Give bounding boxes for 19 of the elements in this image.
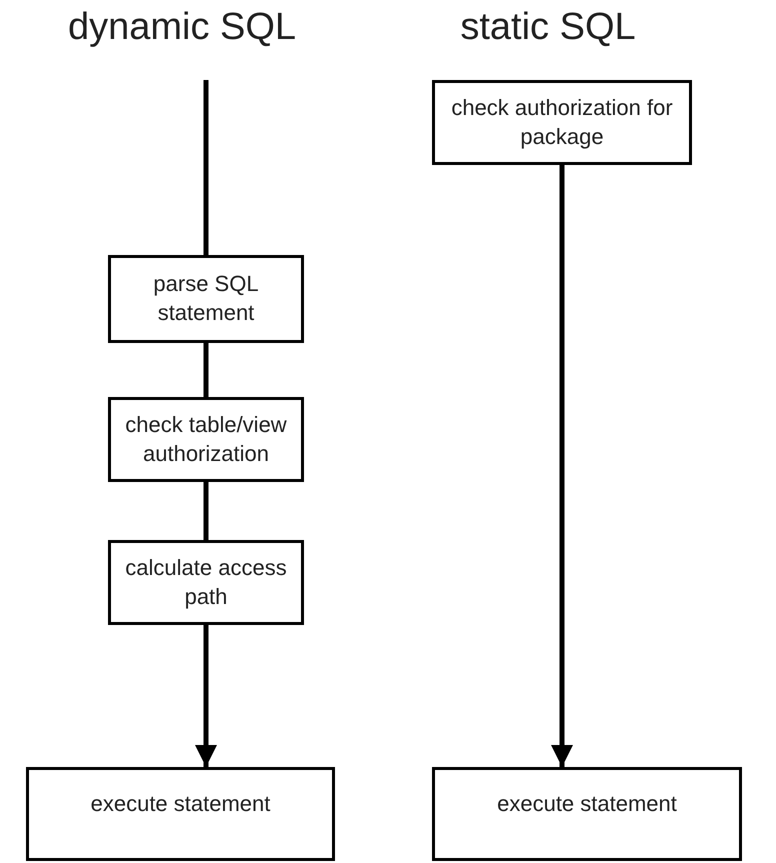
column-heading: static SQL [460, 6, 636, 49]
box-text: calculate access path [124, 554, 288, 611]
box-text: execute statement [497, 790, 677, 818]
box-text: parse SQL statement [152, 270, 260, 327]
process-box [108, 397, 304, 482]
box-text: check table/view authorization [124, 410, 288, 468]
process-box [432, 80, 692, 165]
process-box [108, 540, 304, 625]
connector-line [204, 343, 208, 397]
process-box [108, 255, 304, 343]
box-text: execute statement [90, 790, 270, 818]
box-text: check authorization for package [450, 94, 674, 151]
connector-line [204, 482, 208, 540]
process-box [26, 767, 335, 861]
process-box [432, 767, 742, 861]
arrow [551, 165, 573, 767]
column-heading: dynamic SQL [68, 6, 296, 49]
arrow [195, 625, 217, 767]
connector-line [204, 80, 208, 255]
